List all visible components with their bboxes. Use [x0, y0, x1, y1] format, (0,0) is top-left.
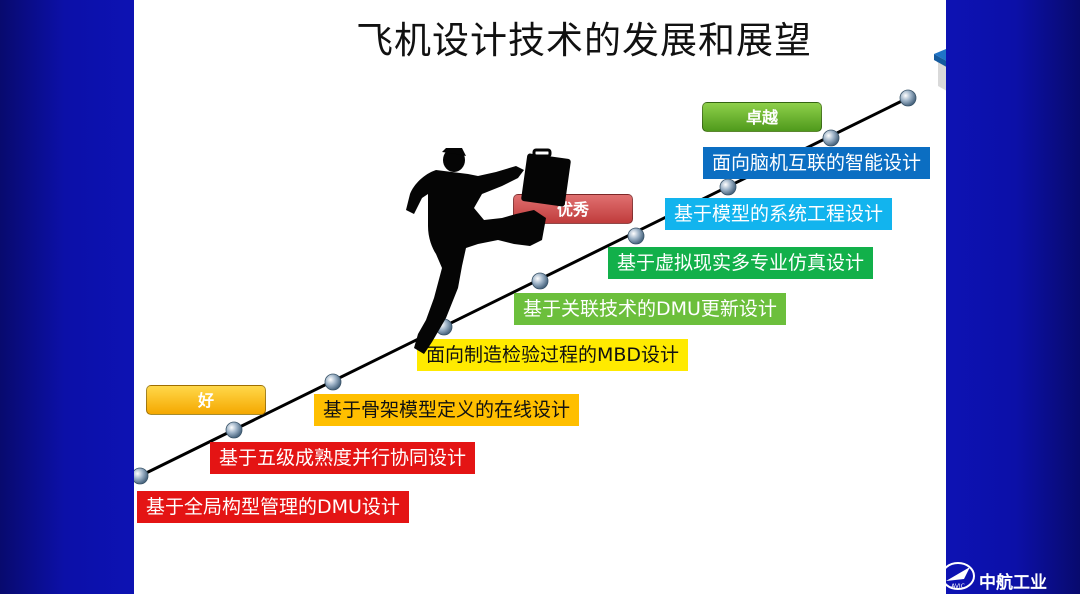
- brand-name: 中航工业: [979, 573, 1047, 593]
- ladder-node: [134, 467, 149, 485]
- ladder-node: [899, 89, 917, 107]
- step-7-label: 基于模型的系统工程设计: [665, 198, 893, 230]
- step-6-label: 基于虚拟现实多专业仿真设计: [608, 247, 874, 279]
- step-5-label: 基于关联技术的DMU更新设计: [514, 293, 786, 325]
- runner-silhouette-icon: [406, 148, 571, 354]
- avic-logo-icon: AVIC: [941, 562, 975, 590]
- slide-title: 飞机设计技术的发展和展望: [356, 19, 812, 62]
- step-2-label: 基于五级成熟度并行协同设计: [210, 442, 476, 474]
- ladder-node: [225, 421, 243, 439]
- money-book-icon: [934, 49, 946, 91]
- avic-logo-text: AVIC: [951, 583, 965, 590]
- level-good-badge: 好: [146, 385, 266, 415]
- ladder-node: [627, 227, 645, 245]
- ladder-node: [324, 373, 342, 391]
- slide: 飞机设计技术的发展和展望 基于全局构型管理的DMU设计 基于五级成熟度并行协同设…: [134, 0, 946, 594]
- step-8-label: 面向脑机互联的智能设计: [703, 147, 931, 179]
- ladder-node: [719, 178, 737, 196]
- ladder-node: [531, 272, 549, 290]
- step-3-label: 基于骨架模型定义的在线设计: [314, 394, 580, 426]
- step-1-label: 基于全局构型管理的DMU设计: [137, 491, 409, 523]
- step-4-label: 面向制造检验过程的MBD设计: [417, 339, 689, 371]
- level-superb-badge: 卓越: [702, 102, 822, 132]
- ladder-node: [822, 129, 840, 147]
